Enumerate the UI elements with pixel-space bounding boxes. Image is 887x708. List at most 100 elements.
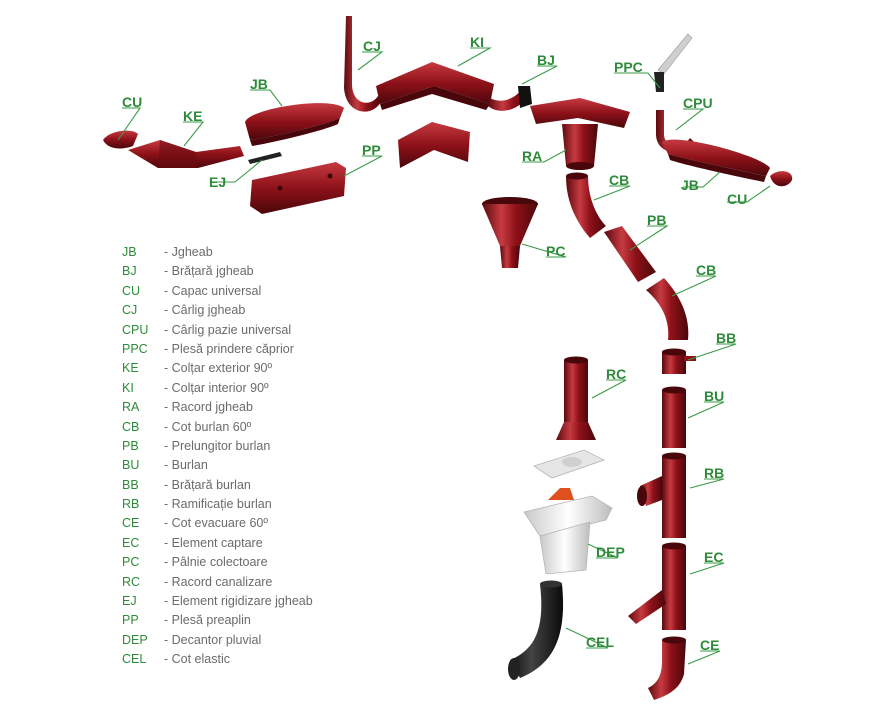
callout-cu-left: CU xyxy=(122,94,142,110)
legend-code: PC xyxy=(122,555,140,570)
legend-description: - Jgheab xyxy=(164,245,213,259)
gutter-bracket-part xyxy=(488,86,532,111)
legend-description: - Prelungitor burlan xyxy=(164,438,271,453)
callout-rb: RB xyxy=(704,465,724,481)
legend-code: EJ xyxy=(122,594,137,609)
callout-cpu: CPU xyxy=(683,95,713,111)
legend-row: KE- Colțar exterior 90º xyxy=(122,359,382,378)
legend-code: EC xyxy=(122,535,140,550)
legend-description: - Decantor pluvial xyxy=(164,632,262,647)
legend-description: - Element rigidizare jgheab xyxy=(164,594,313,609)
external-corner-part xyxy=(128,140,244,168)
legend-row: PC- Pâlnie colectoare xyxy=(122,553,382,572)
legend-code: BJ xyxy=(122,264,137,279)
legend-row: CEL- Cot elastic xyxy=(122,650,382,669)
legend-row: CJ- Cârlig jgheab xyxy=(122,301,382,320)
legend-description: - Cot evacuare 60º xyxy=(164,516,268,531)
callout-ki: KI xyxy=(470,34,484,50)
legend-code: KE xyxy=(122,361,139,376)
legend-code: RA xyxy=(122,400,140,415)
rain-collector-part xyxy=(628,542,686,630)
pipe-clamp-part xyxy=(662,348,696,374)
legend-row: RC - Racord canalizare xyxy=(122,573,382,592)
rain-decanter-part xyxy=(523,449,613,575)
callout-rc: RC xyxy=(606,366,626,382)
legend-code: RB xyxy=(122,497,140,512)
legend-row: JB - Jgheab xyxy=(122,243,382,262)
legend-row: PB - Prelungitor burlan xyxy=(122,437,382,456)
legend-row: EC - Element captare xyxy=(122,534,382,553)
legend-description: - Plesă prindere căprior xyxy=(164,341,294,356)
legend-row: KI - Colțar interior 90º xyxy=(122,379,382,398)
callout-bb: BB xyxy=(716,330,736,346)
legend-code: KI xyxy=(122,380,134,395)
legend-code: DEP xyxy=(122,632,148,647)
legend-row: PP- Plesă preaplin xyxy=(122,611,382,630)
gutter-left-part xyxy=(245,103,344,146)
callout-cel: CEL xyxy=(586,634,614,650)
legend-code: CB xyxy=(122,419,140,434)
legend-row: CB - Cot burlan 60º xyxy=(122,418,382,437)
legend-row: PPC - Plesă prindere căprior xyxy=(122,340,382,359)
sewer-connector-part xyxy=(556,356,596,440)
legend-description: - Cot elastic xyxy=(164,652,230,667)
callout-pb: PB xyxy=(647,212,666,228)
leader-lines xyxy=(117,47,771,665)
legend-row: BB - Brățară burlan xyxy=(122,476,382,495)
legend-row: DEP - Decantor pluvial xyxy=(122,631,382,650)
callout-bj: BJ xyxy=(537,52,555,68)
legend-code: PPC xyxy=(122,341,148,356)
callout-pp: PP xyxy=(362,142,381,158)
legend-description: - Burlan xyxy=(164,458,208,473)
gutter-outlet-part xyxy=(530,98,630,170)
rafter-strap-part xyxy=(654,33,693,92)
legend-description: - Colțar interior 90º xyxy=(164,380,269,395)
gutter-stiffener-part xyxy=(248,152,282,164)
legend-description: - Racord jgheab xyxy=(164,400,253,415)
legend-description: - Plesă preaplin xyxy=(164,613,251,628)
legend-row: EJ - Element rigidizare jgheab xyxy=(122,592,382,611)
legend-code: RC xyxy=(122,574,141,589)
legend-description: - Brățară burlan xyxy=(164,477,251,492)
outlet-elbow-part xyxy=(648,636,686,700)
legend-row: CE- Cot evacuare 60º xyxy=(122,514,382,533)
legend-row: RA - Racord jgheab xyxy=(122,398,382,417)
legend-description: - Cârlig pazie universal xyxy=(164,322,292,337)
inner-corner-piece-part xyxy=(398,122,470,168)
gutter-hook-part xyxy=(344,16,382,112)
legend-description: - Cot burlan 60º xyxy=(164,419,252,434)
callout-dep: DEP xyxy=(596,544,625,560)
legend-row: CPU - Cârlig pazie universal xyxy=(122,321,382,340)
callout-pc: PC xyxy=(546,243,565,259)
callout-ej: EJ xyxy=(209,174,226,190)
overflow-plate-part xyxy=(250,162,346,214)
end-cap-right-part xyxy=(770,171,793,187)
pipe-extension-part xyxy=(604,226,656,282)
legend-description: - Racord canalizare xyxy=(164,574,273,589)
end-cap-left-part xyxy=(103,130,138,149)
legend-code: CPU xyxy=(122,322,149,337)
collector-funnel-part xyxy=(482,197,538,268)
legend-description: - Capac universal xyxy=(164,283,262,298)
callout-cb-mid: CB xyxy=(696,262,716,278)
legend-row: BU- Burlan xyxy=(122,456,382,475)
pipe-elbow-mid-part xyxy=(646,278,689,340)
pipe-branch-part xyxy=(637,452,686,538)
gutter-right-part xyxy=(662,139,770,182)
callout-jb-right: JB xyxy=(681,177,699,193)
callout-cj: CJ xyxy=(363,38,381,54)
downpipe-part xyxy=(662,386,686,448)
callout-cu-right: CU xyxy=(727,191,747,207)
callout-ke: KE xyxy=(183,108,202,124)
legend-row: RB- Ramificație burlan xyxy=(122,495,382,514)
legend-code: PB xyxy=(122,438,139,453)
callout-ppc: PPC xyxy=(614,59,643,75)
legend-code: JB xyxy=(122,245,137,259)
legend-code: BB xyxy=(122,477,139,492)
callout-bu: BU xyxy=(704,388,724,404)
legend-description: - Brățară jgheab xyxy=(164,264,254,279)
callout-ec: EC xyxy=(704,549,723,565)
legend-description: - Element captare xyxy=(164,535,263,550)
